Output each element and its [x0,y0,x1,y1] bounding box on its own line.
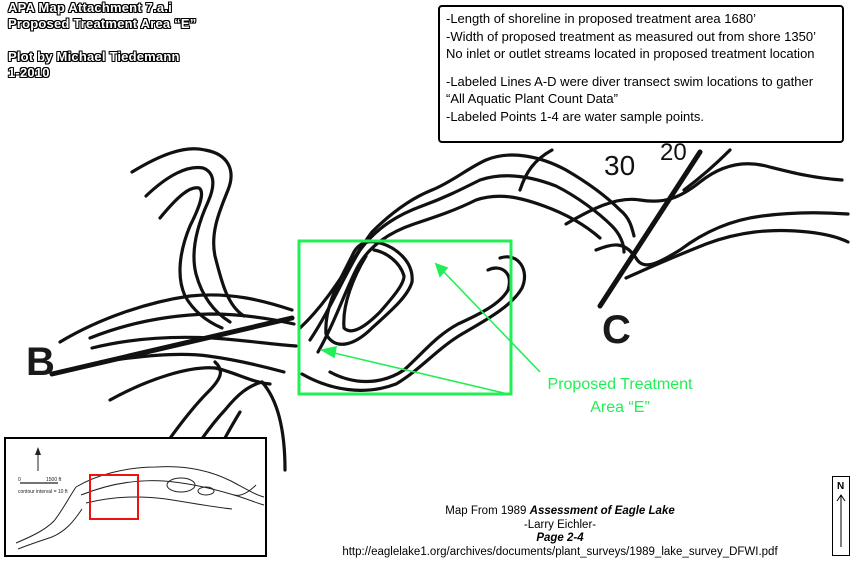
title-line-1: APA Map Attachment 7.a.i [8,0,172,15]
title-line-2: Proposed Treatment Area “E” [8,16,197,31]
shoreline-contour [300,255,527,392]
transect-line-b [49,315,295,377]
info-line: -Labeled Points 1-4 are water sample poi… [446,108,704,124]
shoreline-contour [624,228,850,280]
inset-locator-rectangle [89,474,139,520]
credit-page: Page 2-4 [536,532,584,544]
shoreline-contour [564,162,844,226]
transect-label-b: B [26,340,55,384]
compass-north-label: N [837,481,844,492]
inset-overview-map: 0 1500 ft contour interval = 10 ft [4,437,267,557]
shoreline-contour [58,293,294,344]
title-line-3: Plot by Michael Tiedemann [8,49,180,64]
credit-prefix: Map From 1989 [445,505,530,517]
island-contour [324,240,414,346]
arrow-to-contour [441,269,541,373]
shoreline-contour [130,147,246,318]
info-line: No inlet or outlet streams located in pr… [446,46,815,61]
source-credit: Map From 1989 Assessment of Eagle Lake -… [320,505,800,559]
depth-contour [316,194,602,354]
treatment-label-line-1: Proposed Treatment [547,376,693,393]
depth-label-30: 30 [604,150,635,181]
transect-line-c [597,149,703,309]
depth-contour [158,186,224,330]
treatment-area-rectangle [297,239,513,396]
info-box: -Length of shoreline in proposed treatme… [438,5,844,143]
shoreline-contour [108,366,272,402]
arrow-head-island [319,345,338,359]
arrow-head-contour [434,262,449,278]
info-line: -Length of shoreline in proposed treatme… [446,11,757,26]
credit-title: Assessment of Eagle Lake [529,505,675,517]
info-line: -Labeled Lines A-D were diver transect s… [446,73,814,89]
shoreline-contour [594,211,850,267]
inset-contour-note: contour interval = 10 ft [18,489,68,495]
depth-contour [308,174,626,342]
treatment-label-line-2: Area “E” [590,399,650,416]
depth-contour [144,165,232,324]
inset-lake-outline: 0 1500 ft contour interval = 10 ft [15,447,265,550]
island-contour [342,248,406,333]
credit-line-2: -Larry Eichler- [523,518,597,531]
shoreline-contour [260,380,287,472]
inset-scale-label: 1500 ft [46,477,62,483]
arrow-to-island [329,351,509,395]
title-line-4: 1-2010 [8,65,50,80]
inset-scale-zero: 0 [18,477,21,483]
transect-label-c: C [602,308,631,352]
credit-line-3: Page 2-4 [320,532,800,546]
north-compass: N [832,476,850,556]
credit-line-1: Map From 1989 Assessment of Eagle Lake [320,505,800,519]
depth-contour [88,312,296,340]
depth-contour [328,266,511,384]
depth-contour [518,148,554,192]
depth-label-20: 20 [660,139,687,166]
depth-contour [682,148,732,192]
info-line: -Width of proposed treatment as measured… [446,28,816,44]
info-line: “All Aquatic Plant Count Data” [446,91,618,106]
credit-url[interactable]: http://eaglelake1.org/archives/documents… [342,545,778,558]
